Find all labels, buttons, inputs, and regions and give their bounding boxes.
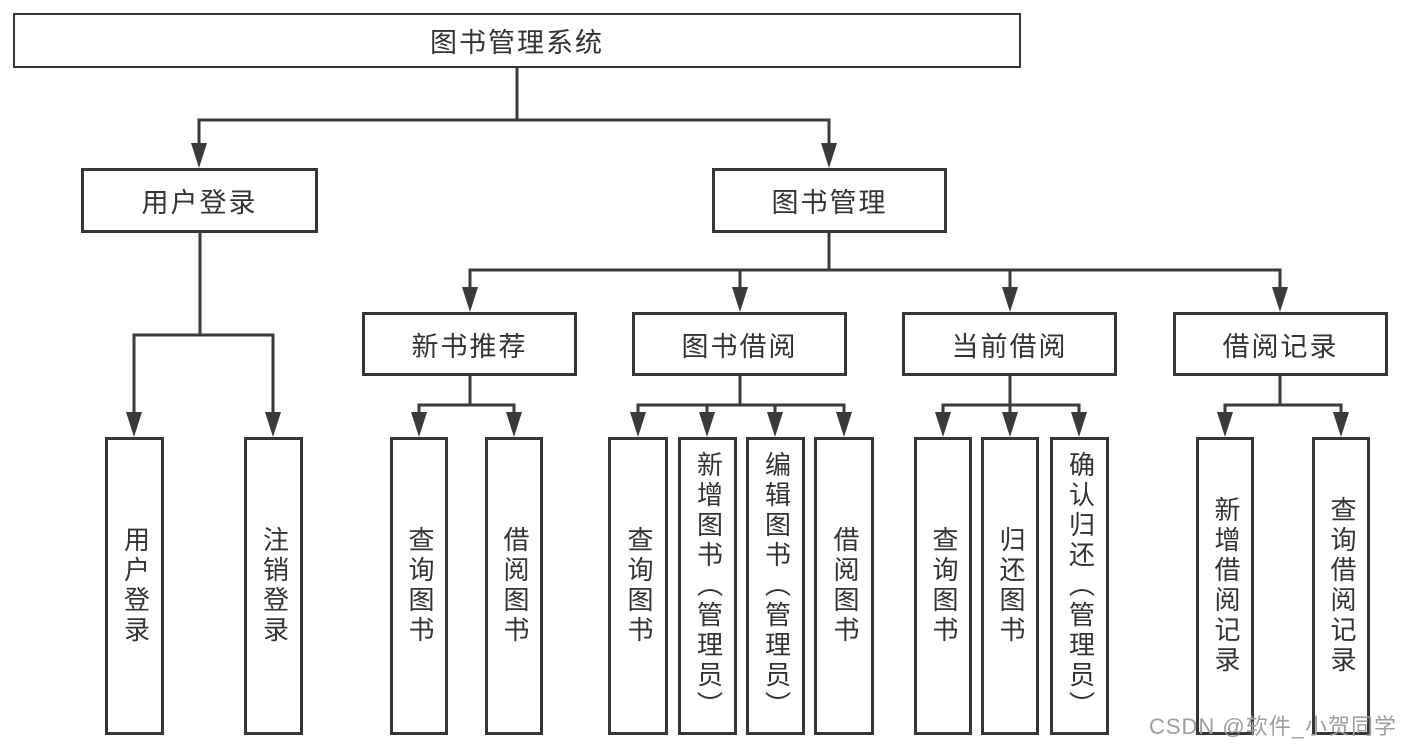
- node-label: 查询借阅记录: [1326, 496, 1357, 676]
- node-borrow-records: 借阅记录: [1173, 312, 1388, 376]
- node-label: 当前借阅: [951, 331, 1068, 362]
- leaf-confirm-return-admin: 确认归还（管理员）: [1050, 437, 1109, 735]
- node-label: 查询图书: [404, 526, 435, 646]
- node-label: 图书借阅: [681, 331, 798, 362]
- leaf-query-books-recommend: 查询图书: [390, 437, 448, 735]
- arrow-down-icon: [630, 412, 646, 437]
- arrow-down-icon: [1217, 412, 1233, 437]
- leaf-query-books-current: 查询图书: [914, 437, 972, 735]
- leaf-return-book: 归还图书: [981, 437, 1039, 735]
- arrow-down-icon: [935, 412, 951, 437]
- node-label: 用户登录: [141, 188, 258, 218]
- arrow-down-icon: [411, 412, 427, 437]
- node-library-management-system: 图书管理系统: [13, 13, 1021, 68]
- arrow-down-icon: [732, 287, 748, 312]
- connector-lines: [132, 68, 1343, 414]
- node-current-borrow: 当前借阅: [902, 312, 1117, 376]
- leaf-borrow-books-recommend: 借阅图书: [485, 437, 543, 735]
- node-label: 新书推荐: [411, 331, 528, 362]
- connector-new-book-recommend-branch: [417, 376, 516, 414]
- arrow-down-icon: [836, 412, 852, 437]
- node-label: 确认归还（管理员）: [1065, 451, 1096, 721]
- arrow-down-icon: [1071, 412, 1087, 437]
- arrow-down-icon: [767, 412, 783, 437]
- leaf-query-books-borrow: 查询图书: [608, 437, 668, 735]
- leaf-edit-book-admin: 编辑图书（管理员）: [746, 437, 805, 735]
- arrow-down-icon: [191, 143, 207, 168]
- arrow-down-icon: [1002, 412, 1018, 437]
- connector-book-borrow-branch: [636, 376, 846, 414]
- leaf-add-borrow-record: 新增借阅记录: [1196, 437, 1254, 735]
- leaf-logout: 注销登录: [244, 437, 303, 735]
- node-book-management: 图书管理: [712, 168, 947, 233]
- leaf-add-book-admin: 新增图书（管理员）: [678, 437, 737, 735]
- csdn-watermark: CSDN @软件_小贺同学: [1148, 714, 1397, 739]
- arrow-down-icon: [126, 412, 142, 437]
- node-label: 新增图书（管理员）: [693, 451, 724, 721]
- node-label: 注销登录: [259, 526, 290, 646]
- node-user-login: 用户登录: [81, 168, 318, 233]
- leaf-query-borrow-record: 查询借阅记录: [1312, 437, 1370, 735]
- node-label: 用户登录: [120, 526, 151, 646]
- node-label: 借阅图书: [829, 526, 860, 646]
- arrow-down-icon: [1002, 287, 1018, 312]
- connector-user-login-branch: [132, 333, 275, 414]
- arrow-down-icon: [462, 287, 478, 312]
- connector-root-branch: [197, 118, 831, 145]
- leaf-user-login: 用户登录: [105, 437, 164, 735]
- node-label: 编辑图书（管理员）: [761, 451, 792, 721]
- node-new-book-recommend: 新书推荐: [362, 312, 577, 376]
- connector-book-management-branch: [468, 268, 1282, 290]
- arrow-down-icon: [699, 412, 715, 437]
- node-book-borrow: 图书借阅: [632, 312, 847, 376]
- arrow-down-icon: [821, 143, 837, 168]
- arrow-down-icon: [1272, 287, 1288, 312]
- connector-borrow-record-branch: [1223, 376, 1343, 414]
- arrowheads: [126, 143, 1349, 437]
- node-label: 图书管理系统: [430, 28, 604, 58]
- node-label: 查询图书: [623, 526, 654, 646]
- node-label: 借阅图书: [499, 526, 530, 646]
- connector-current-borrow-branch: [941, 376, 1081, 414]
- node-label: 查询图书: [928, 526, 959, 646]
- node-label: 图书管理: [771, 188, 888, 218]
- arrow-down-icon: [1333, 412, 1349, 437]
- arrow-down-icon: [265, 412, 281, 437]
- node-label: 新增借阅记录: [1210, 496, 1241, 676]
- node-label: 归还图书: [995, 526, 1026, 646]
- node-label: 借阅记录: [1222, 331, 1339, 362]
- leaf-borrow-books: 借阅图书: [814, 437, 874, 735]
- arrow-down-icon: [506, 412, 522, 437]
